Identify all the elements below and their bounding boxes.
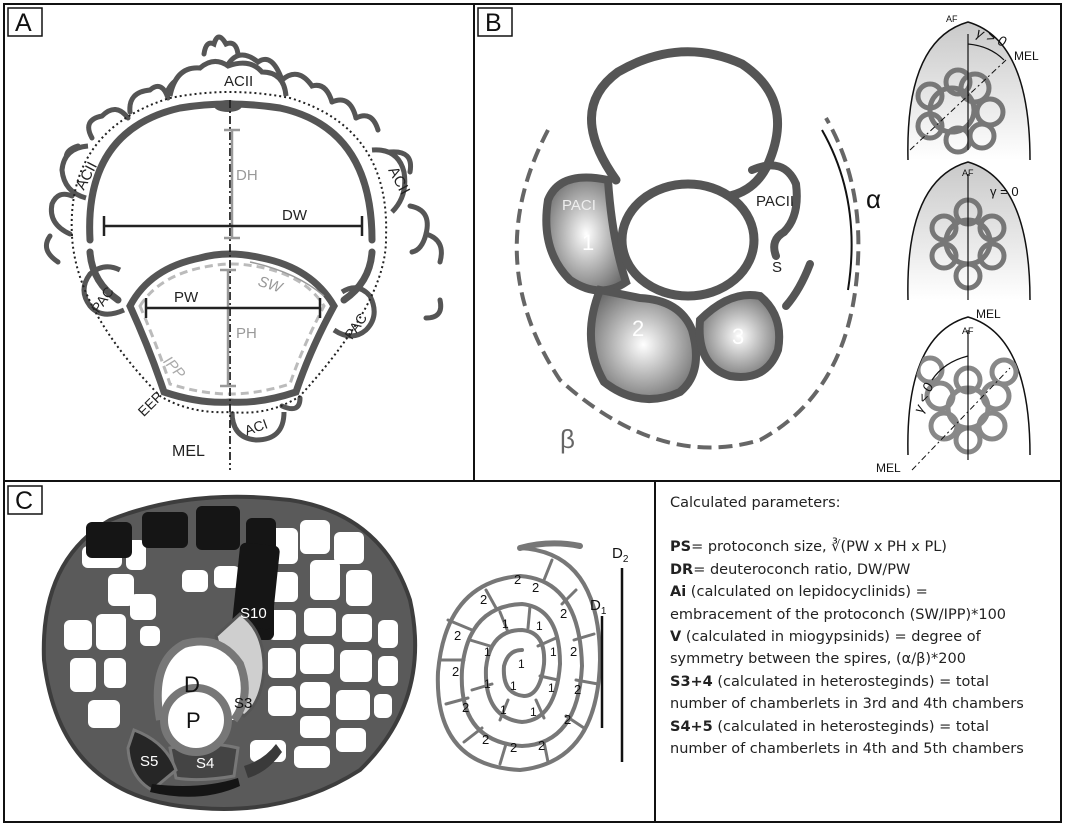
svg-text:2: 2 <box>480 592 487 607</box>
parameter-v-line2: symmetry between the spires, (α/β)*200 <box>670 648 1060 670</box>
svg-text:2: 2 <box>570 644 577 659</box>
label-chamber-3: 3 <box>732 324 744 349</box>
inset-gamma-zero: AF γ = 0 MEL <box>908 162 1030 321</box>
label-s: S <box>772 259 782 276</box>
svg-text:2: 2 <box>510 740 517 755</box>
top-knob <box>204 37 238 54</box>
svg-text:1: 1 <box>518 657 525 671</box>
label-p: P <box>186 708 201 733</box>
inset3-mel: MEL <box>876 461 901 475</box>
inset3-af: AF <box>962 326 974 336</box>
inset2-af: AF <box>962 168 974 178</box>
svg-text:2: 2 <box>452 664 459 679</box>
chamber-2 <box>591 290 696 399</box>
svg-text:1: 1 <box>500 703 507 717</box>
panel-b: B PACI PACII α β S 1 2 3 <box>478 8 1039 475</box>
parameter-s34-line2: number of chamberlets in 3rd and 4th cha… <box>670 693 1060 715</box>
svg-text:2: 2 <box>514 572 521 587</box>
septum-knot <box>214 100 242 112</box>
inset2-gamma: γ = 0 <box>990 184 1019 199</box>
svg-text:2: 2 <box>532 580 539 595</box>
heterostegind-shell <box>44 497 415 809</box>
svg-text:1: 1 <box>510 679 517 693</box>
svg-text:2: 2 <box>574 682 581 697</box>
label-alpha: α <box>866 184 881 214</box>
svg-text:2: 2 <box>454 628 461 643</box>
protoconch <box>622 184 754 296</box>
parameter-ai-line2: embracement of the protoconch (SW/IPP)*1… <box>670 604 1060 626</box>
label-chamber-1: 1 <box>582 230 594 255</box>
label-acii-top: ACII <box>224 73 253 90</box>
svg-text:2: 2 <box>564 712 571 727</box>
svg-text:1: 1 <box>548 681 555 695</box>
svg-text:2: 2 <box>482 732 489 747</box>
svg-text:1: 1 <box>536 619 543 633</box>
label-beta: β <box>560 424 575 454</box>
label-pacii: PACII <box>756 193 794 210</box>
inset-gamma-positive: AF γ > 0 MEL <box>908 14 1039 160</box>
panel-c: C <box>8 486 629 809</box>
parameter-s34: S3+4 (calculated in heterosteginds) = to… <box>670 671 1060 693</box>
alpha-arc <box>822 130 852 290</box>
label-chamber-2: 2 <box>632 316 644 341</box>
svg-text:2: 2 <box>560 606 567 621</box>
label-d: D <box>184 672 200 697</box>
svg-text:1: 1 <box>502 617 509 631</box>
label-s10: S10 <box>240 605 267 622</box>
inset1-mel: MEL <box>1014 49 1039 63</box>
svg-text:1: 1 <box>530 705 537 719</box>
inset1-af: AF <box>946 14 958 24</box>
svg-text:2: 2 <box>462 700 469 715</box>
parameter-dr: DR= deuteroconch ratio, DW/PW <box>670 559 1060 581</box>
svg-text:1: 1 <box>484 645 491 659</box>
panel-a-tag: A <box>15 9 32 37</box>
parameter-s45: S4+5 (calculated in heterosteginds) = to… <box>670 716 1060 738</box>
label-paci: PACI <box>562 197 596 214</box>
parameter-ai: Ai (calculated on lepidocyclinids) = <box>670 581 1060 603</box>
svg-text:2: 2 <box>538 738 545 753</box>
parameter-s45-line2: number of chamberlets in 4th and 5th cha… <box>670 738 1060 760</box>
label-dh: DH <box>236 167 258 184</box>
label-d2: D2 <box>612 545 629 565</box>
svg-text:1: 1 <box>550 645 557 659</box>
inset2-mel: MEL <box>976 307 1001 321</box>
label-ph: PH <box>236 325 257 342</box>
label-mel: MEL <box>172 443 205 460</box>
parameters-header: Calculated parameters: <box>670 492 1060 514</box>
label-s3: S3 <box>234 695 252 712</box>
top-chamber <box>591 52 777 196</box>
calculated-parameters: Calculated parameters: PS= protoconch si… <box>670 492 1060 760</box>
label-s4: S4 <box>196 755 214 772</box>
label-d1: D1 <box>590 597 607 617</box>
protoconch-wall <box>130 254 334 402</box>
parameter-v: V (calculated in miogypsinids) = degree … <box>670 626 1060 648</box>
diameter-bars <box>602 568 622 762</box>
inset-gamma-negative: AF γ < 0 MEL <box>876 317 1030 475</box>
svg-text:1: 1 <box>484 677 491 691</box>
panel-c-tag: C <box>15 487 33 515</box>
label-pw: PW <box>174 289 199 306</box>
label-s5: S5 <box>140 753 158 770</box>
panel-a: A <box>8 8 441 470</box>
label-dw: DW <box>282 207 308 224</box>
parameter-ps: PS= protoconch size, ∛(PW x PH x PL) <box>670 536 1060 558</box>
panel-b-tag: B <box>485 9 502 37</box>
